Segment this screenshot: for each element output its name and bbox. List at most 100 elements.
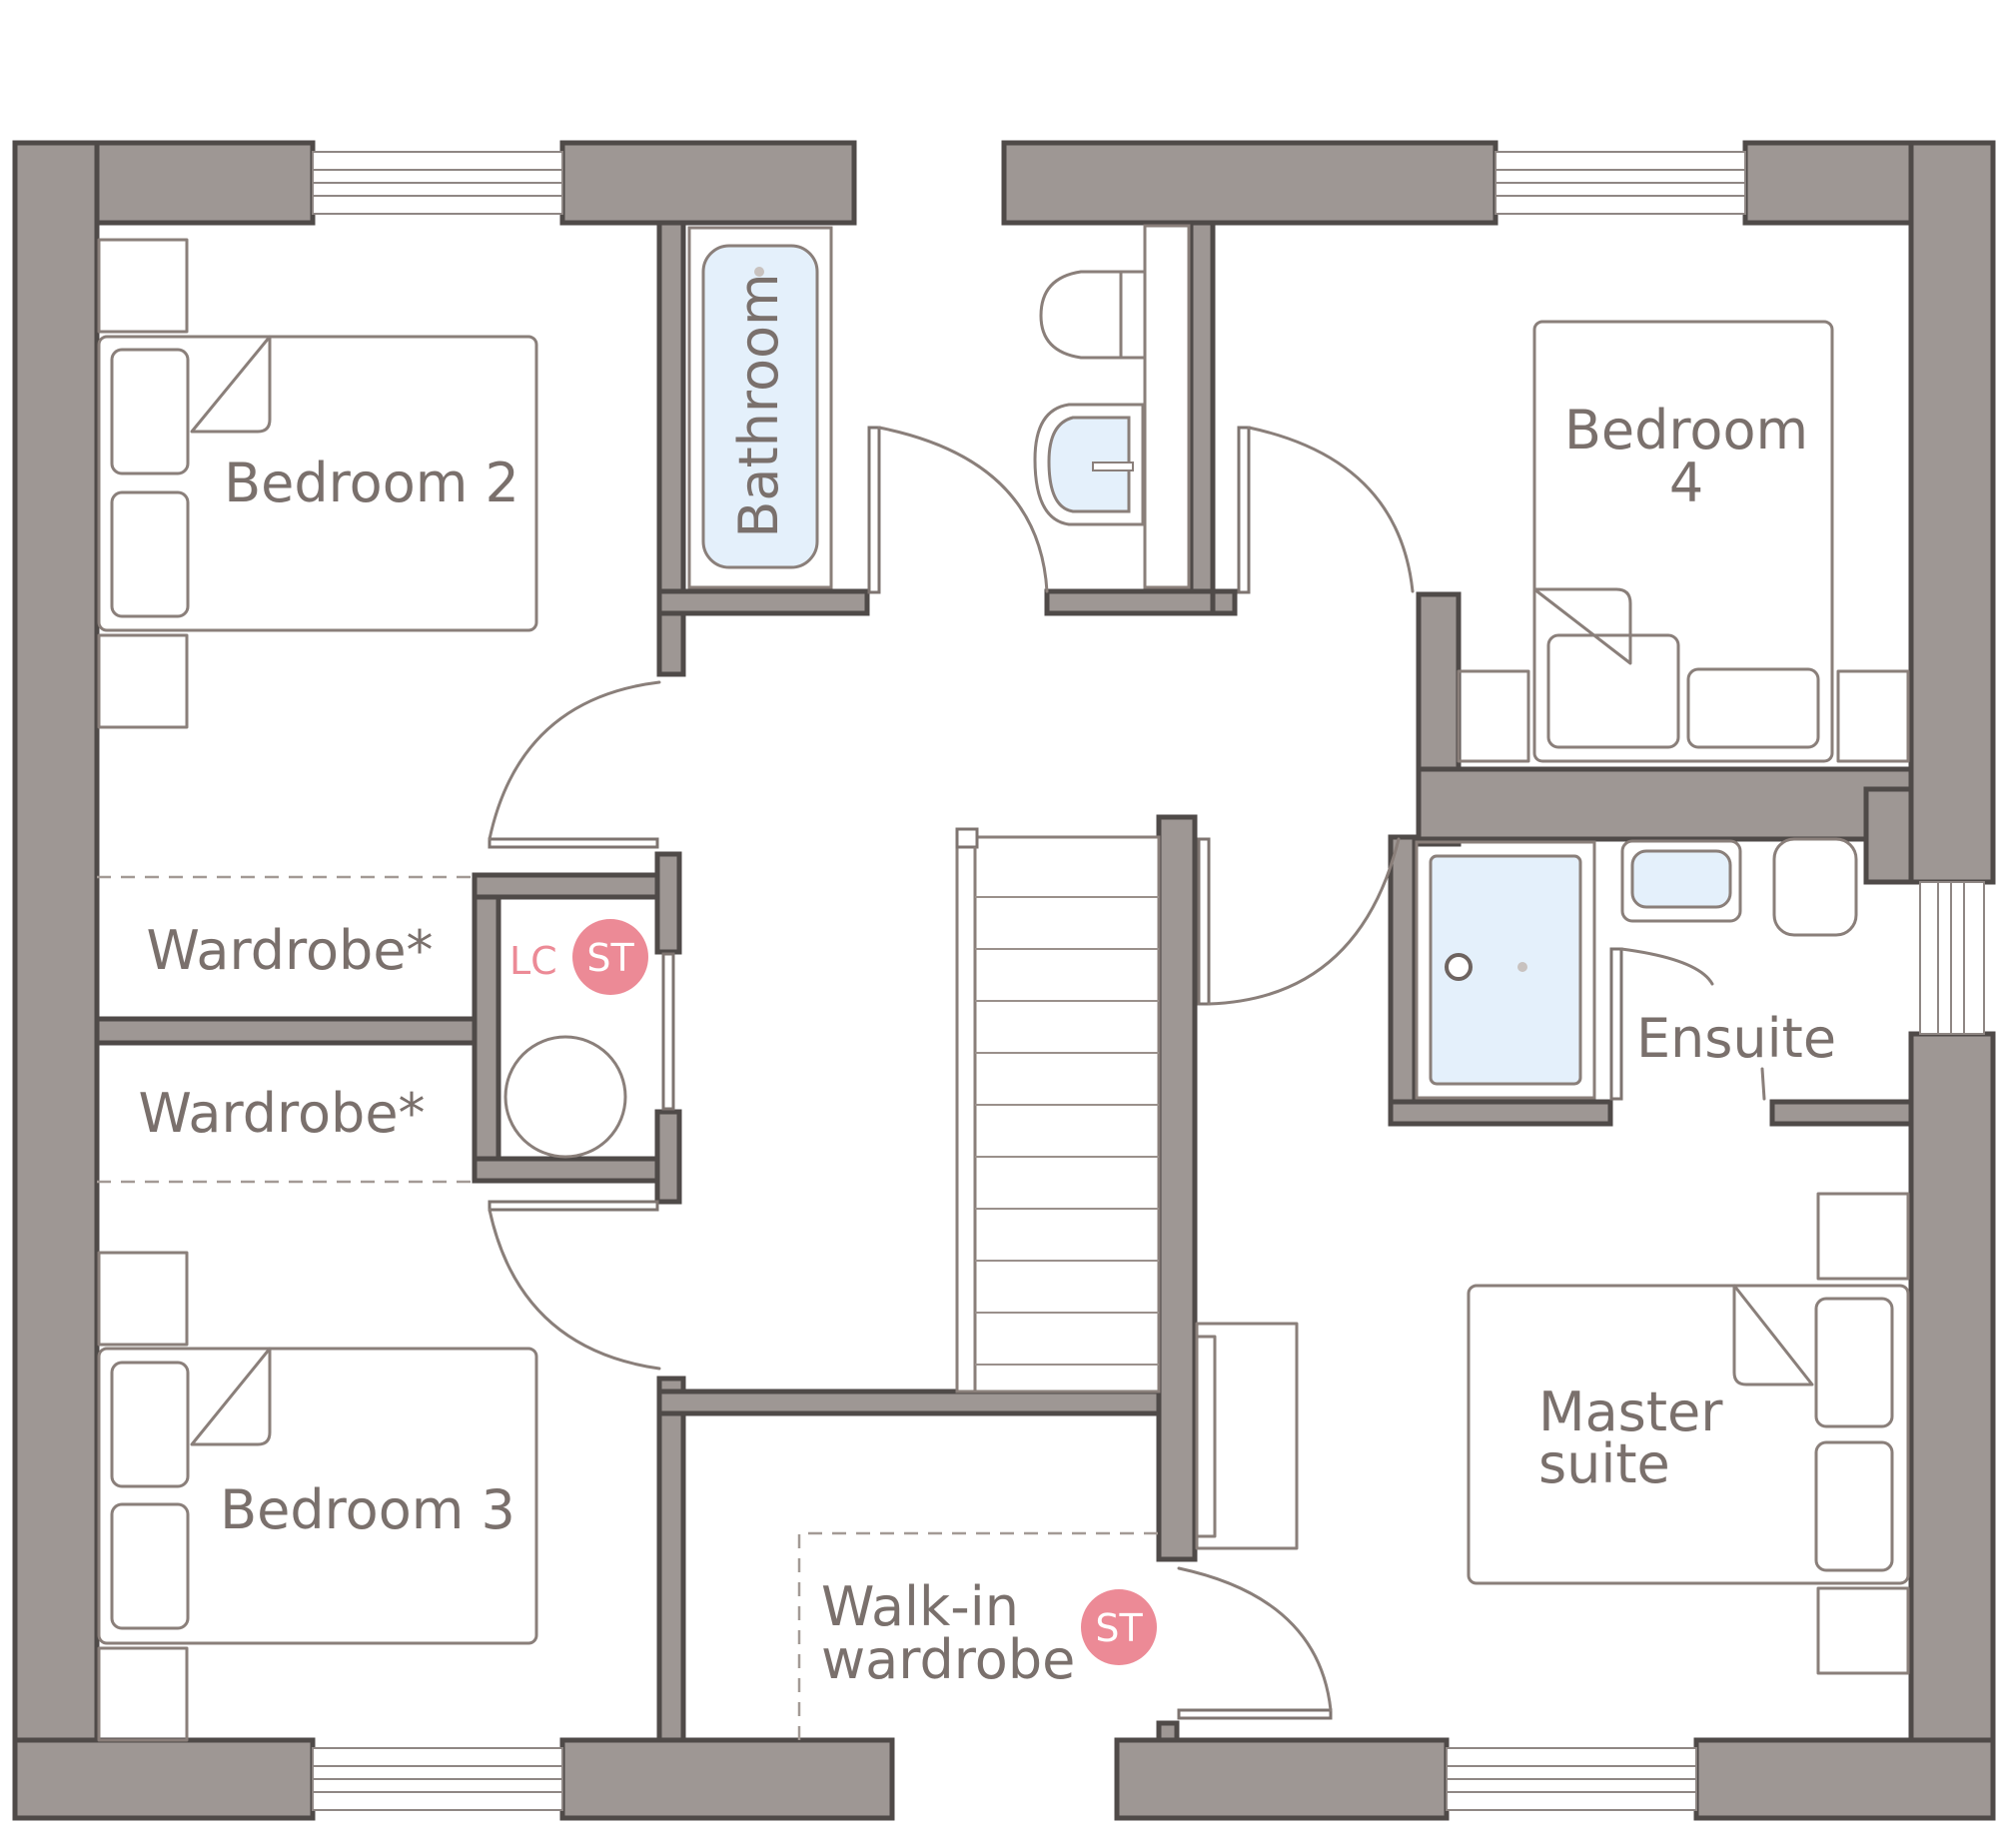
wall-right-lower	[1908, 1031, 1996, 1821]
basin-tap	[1092, 462, 1134, 471]
bedside-bed2-bottom	[97, 633, 189, 729]
label-wardrobe-lower: Wardrobe*	[138, 1082, 425, 1145]
door-master	[1197, 837, 1401, 1006]
pillow-bed4-b	[1686, 667, 1820, 749]
internal-walls	[94, 220, 1914, 1743]
label-bathroom: Bathroom	[727, 273, 790, 537]
bedside-master-top	[1816, 1192, 1910, 1281]
toilet-bowl	[1039, 270, 1123, 360]
duvet-fold-master	[1732, 1284, 1814, 1386]
door-bedroom3	[488, 1200, 661, 1371]
toilet-cistern	[1119, 270, 1147, 360]
dresser-stool	[1195, 1335, 1217, 1538]
bathroom-fixtures	[687, 224, 1191, 589]
tag-lc: LC	[509, 939, 557, 983]
duvet-fold-bed3	[190, 1347, 272, 1446]
label-bedroom4-line1: Bedroom	[1564, 399, 1808, 462]
wall-bottom-left	[12, 1737, 316, 1821]
wall-right-upper	[1908, 140, 1996, 885]
bath-surround	[687, 226, 833, 589]
storage-tags: LC ST ST	[509, 919, 1157, 1665]
wall-ensuite-bottom-right	[1769, 1099, 1914, 1127]
wall-left	[12, 140, 100, 1821]
window-right	[1919, 881, 1985, 1035]
dresser	[1195, 1322, 1299, 1550]
bathtub	[701, 244, 819, 569]
bath-drain	[754, 267, 764, 277]
pillow-bed4-a	[1546, 633, 1680, 749]
ensuite-toilet	[1772, 837, 1858, 937]
door-ensuite	[1609, 947, 1766, 1101]
pillow-bed3-a	[110, 1361, 190, 1488]
pillow-master-b	[1814, 1440, 1894, 1572]
hot-water-cylinder	[503, 1035, 627, 1159]
wall-cupboard-left	[472, 872, 501, 1180]
wall-ensuite-left	[1388, 834, 1418, 1125]
doors	[488, 426, 1766, 1720]
bedside-bed3-top	[97, 1251, 189, 1347]
window-top-left	[312, 151, 563, 215]
bed-bed2	[97, 335, 538, 632]
wall-walkin-top	[656, 1388, 1162, 1416]
door-bathroom	[867, 426, 1049, 594]
pillow-bed3-b	[110, 1502, 190, 1630]
shower-tray-outline	[1415, 840, 1596, 1100]
ensuite-fixtures	[1415, 837, 1858, 1100]
stair-treads	[975, 896, 1159, 1366]
door-cupboard	[661, 952, 675, 1111]
door-bedroom2	[488, 680, 661, 849]
label-master-line1: Master	[1538, 1381, 1723, 1443]
staircase	[955, 827, 1161, 1393]
wall-bottom-mid1	[559, 1737, 895, 1821]
bedside-bed4-right	[1836, 669, 1910, 763]
wall-bathroom-bottom-right	[1044, 588, 1216, 616]
label-wardrobe-upper: Wardrobe*	[146, 919, 433, 982]
label-bedroom3: Bedroom 3	[220, 1478, 515, 1541]
bedside-bed3-bottom	[97, 1646, 189, 1742]
wall-walkin-right-stub	[1156, 1720, 1180, 1743]
door-bedroom4	[1237, 426, 1415, 594]
bathroom-counter	[1143, 224, 1191, 589]
bed-bed3	[97, 1347, 538, 1645]
wall-bathroom-bottom-left	[656, 588, 870, 616]
wall-cupboard-bottom	[472, 1156, 682, 1184]
label-bedroom2: Bedroom 2	[224, 452, 519, 514]
pillow-master-a	[1814, 1297, 1894, 1428]
stair-newel	[955, 827, 979, 849]
stair-outline	[955, 835, 1161, 1393]
duvet-fold-bed2	[190, 335, 272, 434]
duvet-fold-bed4	[1532, 587, 1632, 665]
ensuite-basin-bowl	[1630, 849, 1732, 909]
room-labels: Bedroom 2 Bathroom Bedroom 4 Wardrobe* W…	[138, 273, 1836, 1691]
bedside-master-bottom	[1816, 1586, 1910, 1675]
window-top-right	[1495, 151, 1746, 215]
bedside-bed4-left	[1457, 669, 1530, 763]
outer-walls	[12, 140, 1996, 1821]
label-walkin-line1: Walk-in	[821, 1575, 1019, 1638]
wall-cupboard-right-bottom	[654, 1109, 682, 1205]
wall-walkin-left	[656, 1376, 686, 1743]
label-ensuite: Ensuite	[1636, 1007, 1836, 1070]
wall-top-mid1	[559, 140, 857, 226]
pillow-bed2-b	[110, 490, 190, 618]
bedside-bed2-top	[97, 238, 189, 334]
tag-st-walkin: ST	[1095, 1606, 1143, 1650]
bed-master	[1467, 1284, 1910, 1585]
shower-head	[1445, 953, 1473, 981]
wall-bathroom-right	[1188, 220, 1216, 615]
tag-st-cupboard-badge	[572, 919, 648, 995]
basin-bowl	[1047, 416, 1131, 513]
wall-bed4-lower	[1416, 766, 1914, 842]
bed-bed4	[1532, 320, 1834, 763]
shower-tray	[1429, 854, 1582, 1086]
wall-bottom-mid2	[1114, 1737, 1450, 1821]
wall-top-mid2	[1001, 140, 1498, 226]
wall-stair-right	[1156, 814, 1198, 1562]
tag-st-walkin-badge	[1081, 1589, 1157, 1665]
wall-bottom-right	[1693, 1737, 1996, 1821]
wall-bed4-bottom	[1210, 588, 1238, 616]
wardrobe-outlines	[97, 875, 1159, 1740]
wall-cupboard-top	[472, 872, 682, 900]
window-bottom-left	[312, 1747, 563, 1811]
